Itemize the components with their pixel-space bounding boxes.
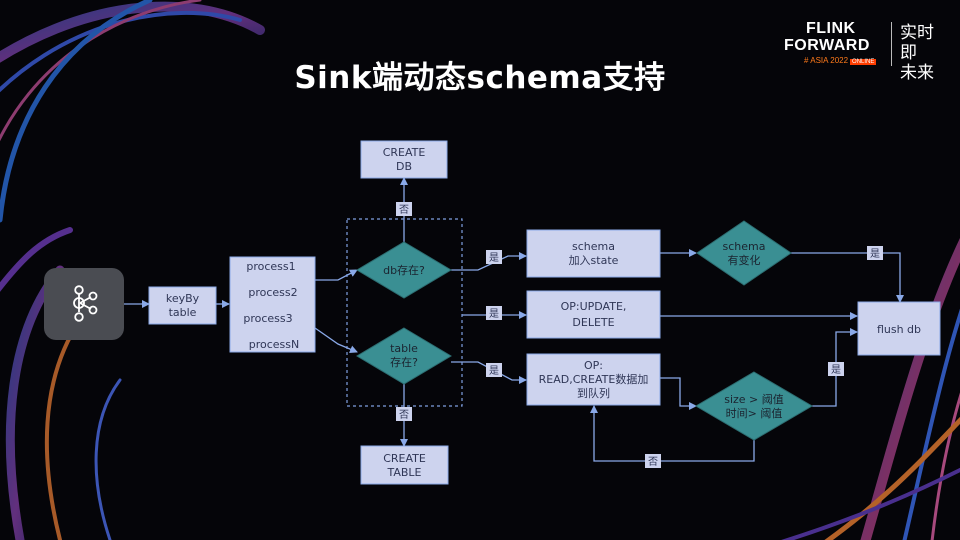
- kafka-icon: [44, 268, 124, 340]
- logo-chinese: 实时即 未来: [900, 23, 940, 83]
- op-read-label-1: OP:: [584, 359, 603, 372]
- label-no-table: 否: [396, 407, 412, 421]
- db-exists-diamond: db存在?: [356, 241, 452, 299]
- create-db-box: CREATE DB: [360, 140, 448, 179]
- op-update-label-2: DELETE: [572, 316, 614, 329]
- table-exists-label-2: 存在?: [390, 355, 418, 369]
- arrow-op-read-to-threshold: [660, 377, 697, 410]
- logo-chinese-line2: 未来: [900, 63, 934, 83]
- schema-changed-diamond: schema 有变化: [696, 220, 792, 286]
- arrow-threshold-no-loop: [590, 405, 755, 462]
- flush-db-box: flush db: [857, 301, 941, 356]
- label-yes-threshold: 是: [828, 362, 844, 376]
- create-table-box: CREATE TABLE: [360, 445, 449, 485]
- schema-state-box: schema 加入state: [526, 229, 661, 278]
- label-yes-table-text: 是: [489, 365, 499, 377]
- logo-chinese-line1: 实时即: [900, 23, 934, 63]
- keyby-label-2: table: [169, 306, 197, 319]
- label-no-threshold-text: 否: [648, 456, 658, 468]
- threshold-diamond: size > 阈值 时间> 阈值: [695, 371, 813, 441]
- db-exists-label: db存在?: [383, 263, 425, 277]
- process-label-1: process1: [246, 260, 295, 273]
- schema-state-label-1: schema: [572, 240, 615, 253]
- label-yes-schema-text: 是: [870, 248, 880, 260]
- page-title: Sink端动态schema支持: [294, 60, 666, 96]
- op-update-label-1: OP:UPDATE,: [561, 300, 627, 313]
- label-yes-update: 是: [486, 306, 502, 320]
- label-no-threshold: 否: [645, 454, 661, 468]
- arrow-schema-changed-yes-to-flush: [791, 252, 904, 303]
- label-yes-update-text: 是: [489, 308, 499, 320]
- label-yes-table: 是: [486, 363, 502, 377]
- table-exists-label-1: table: [390, 342, 418, 355]
- create-table-label-2: TABLE: [386, 466, 421, 479]
- op-read-box: OP: READ,CREATE数据加 到队列: [526, 353, 661, 406]
- decision-group-dashed: [346, 218, 463, 407]
- arrow-process-to-table-exists: [314, 327, 358, 353]
- process-label-2: process2: [248, 286, 297, 299]
- logo-line1: FLINK: [806, 20, 856, 37]
- logo-divider: [891, 22, 892, 66]
- threshold-label-1: size > 阈值: [724, 392, 784, 406]
- table-exists-diamond: table 存在?: [356, 327, 452, 385]
- label-yes-schema: 是: [867, 246, 883, 260]
- process-label-3: process3: [243, 312, 292, 325]
- keyby-box: keyBy table: [148, 286, 217, 325]
- create-db-label-1: CREATE: [383, 146, 426, 159]
- threshold-label-2: 时间> 阈值: [726, 406, 783, 420]
- process-label-4: processN: [249, 338, 300, 351]
- logo-sub-text: # ASIA 2022: [804, 56, 849, 65]
- label-no-db-text: 否: [399, 204, 409, 216]
- label-yes-db-text: 是: [489, 252, 499, 264]
- keyby-label-1: keyBy: [166, 292, 200, 305]
- logo-line2: FORWARD: [784, 37, 870, 54]
- op-read-label-2: READ,CREATE数据加: [539, 372, 649, 386]
- schema-changed-label-2: 有变化: [728, 253, 761, 267]
- logo-badge: ONLINE: [850, 59, 877, 65]
- create-db-label-2: DB: [396, 160, 412, 173]
- label-no-db: 否: [396, 202, 412, 216]
- schema-state-label-2: 加入state: [569, 254, 619, 267]
- process-box: process1 process2 process3 processN: [229, 256, 316, 353]
- schema-changed-label-1: schema: [723, 240, 766, 253]
- op-read-label-3: 到队列: [577, 386, 610, 400]
- flush-db-label: flush db: [877, 323, 921, 336]
- label-no-table-text: 否: [399, 409, 409, 421]
- arrow-process-to-db-exists: [315, 269, 358, 281]
- label-yes-threshold-text: 是: [831, 364, 841, 376]
- edge-labels: 否 否 是 是 是 是 是: [396, 202, 883, 468]
- op-update-box: OP:UPDATE, DELETE: [526, 290, 661, 339]
- label-yes-db: 是: [486, 250, 502, 264]
- create-table-label-1: CREATE: [383, 452, 426, 465]
